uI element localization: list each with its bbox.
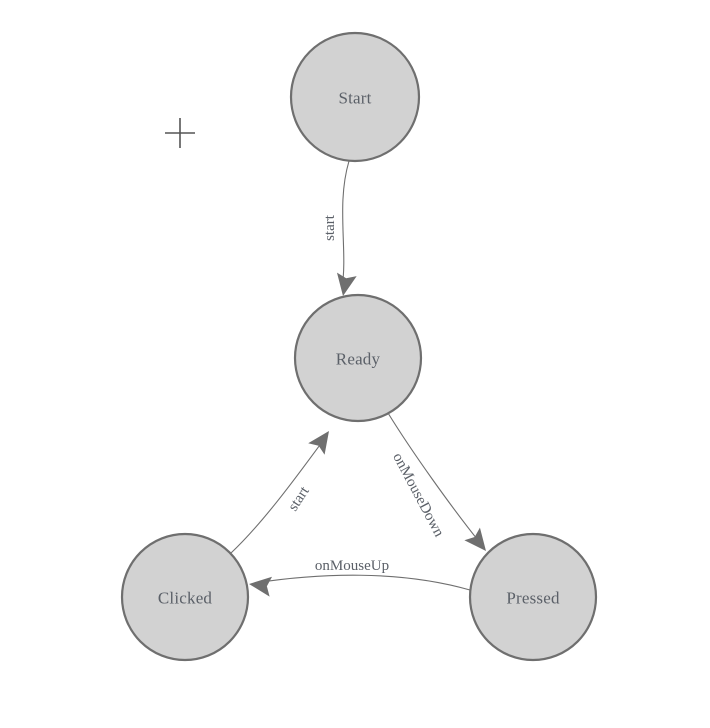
state-node-clicked[interactable]: Clicked xyxy=(120,532,250,662)
arrowhead-triangle xyxy=(249,576,273,597)
arrowhead-ready-to-pressed xyxy=(464,527,486,551)
edges-layer xyxy=(230,160,482,591)
state-node-circle[interactable] xyxy=(468,532,598,662)
edge-label-ready-to-pressed: onMouseDown xyxy=(389,450,447,540)
crosshair-plus-icon xyxy=(165,118,195,148)
state-node-label: Start xyxy=(338,89,371,108)
edge-label-clicked-to-ready: start xyxy=(285,483,313,514)
crosshair-marker-layer xyxy=(165,118,195,148)
state-node-label: Clicked xyxy=(158,589,213,608)
state-node-label: Pressed xyxy=(506,589,560,608)
arrowhead-triangle xyxy=(336,272,357,296)
arrowheads-layer xyxy=(249,272,486,597)
state-node-start[interactable]: Start xyxy=(289,31,421,163)
edge-label-start-to-ready: start xyxy=(322,214,338,241)
arrowhead-triangle xyxy=(308,431,329,455)
arrowhead-pressed-to-clicked xyxy=(249,576,273,597)
state-node-label: Ready xyxy=(336,350,381,369)
edge-clicked-to-ready[interactable] xyxy=(230,437,326,554)
state-node-ready[interactable]: Ready xyxy=(293,293,423,423)
state-node-pressed[interactable]: Pressed xyxy=(468,532,598,662)
arrowhead-triangle xyxy=(464,527,486,551)
edge-ready-to-pressed[interactable] xyxy=(387,412,482,545)
edge-pressed-to-clicked[interactable] xyxy=(254,574,471,591)
edge-label-pressed-to-clicked: onMouseUp xyxy=(315,558,389,574)
state-node-circle[interactable] xyxy=(289,31,421,163)
arrowhead-clicked-to-ready xyxy=(308,431,329,455)
state-node-circle[interactable] xyxy=(120,532,250,662)
state-node-circle[interactable] xyxy=(293,293,423,423)
arrowhead-start-to-ready xyxy=(336,272,357,296)
edge-start-to-ready[interactable] xyxy=(341,160,350,289)
